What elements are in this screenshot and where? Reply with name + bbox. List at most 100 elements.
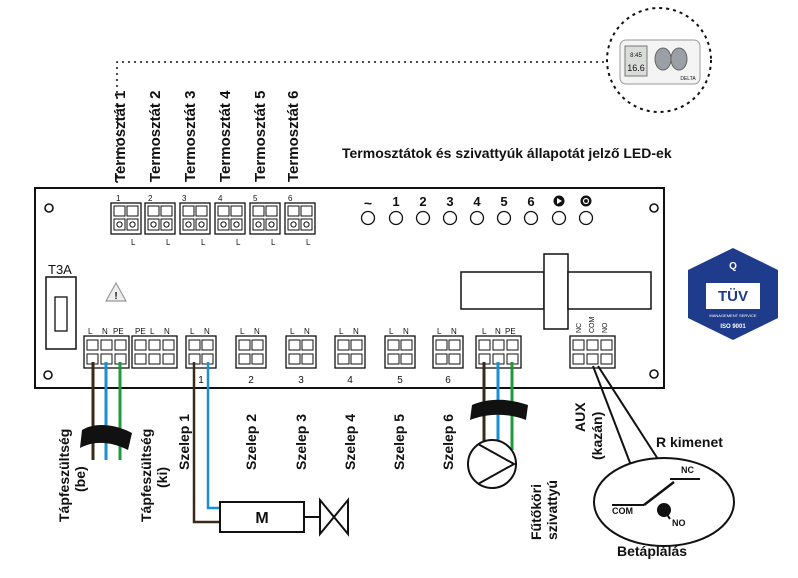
mounting-hole-tr xyxy=(649,203,659,213)
valve-terminal-3: L N 3 xyxy=(285,327,317,386)
terminal-label: N xyxy=(254,327,260,336)
valve-terminal-2: L N 2 xyxy=(235,327,267,386)
led-6: 6 xyxy=(523,194,539,226)
bottom-labels: Tápfeszültség (be) Tápfeszültség (ki) Sz… xyxy=(56,402,605,540)
thermostat-terminal-4: 4 L xyxy=(214,194,246,247)
thermostat-connection-line xyxy=(116,61,606,195)
terminal-label: NO xyxy=(602,322,609,333)
thermostat-terminal-2: 2 L xyxy=(144,194,176,247)
led-5: 5 xyxy=(496,194,512,226)
led-2: 2 xyxy=(415,194,431,226)
thermostat-label-2: Termosztát 2 xyxy=(147,91,164,182)
valve-label-6: Szelep 6 xyxy=(440,414,456,470)
led-label: 6 xyxy=(527,194,534,209)
cable-sheath xyxy=(470,399,528,420)
mounting-hole-br xyxy=(649,369,659,379)
valve-number: 3 xyxy=(298,375,304,386)
thermostat-label-5: Termosztát 5 xyxy=(252,91,269,182)
boiler-icon xyxy=(580,195,592,207)
terminal-label: L xyxy=(88,327,93,336)
component-block-center xyxy=(543,253,569,330)
fuse-label: T3A xyxy=(48,262,72,277)
valve-motor xyxy=(219,501,305,533)
relay-caption: Betáplálás xyxy=(617,543,687,559)
led-1: 1 xyxy=(388,194,404,226)
terminal-label: N xyxy=(495,327,501,336)
valve-terminal-5: L N 5 xyxy=(384,327,416,386)
tuv-subtitle: MANAGEMENT SERVICE xyxy=(709,313,757,318)
valve-number: 2 xyxy=(248,375,254,386)
cable-sheath xyxy=(80,424,132,450)
component-block-left xyxy=(460,271,545,310)
terminal-label: PE xyxy=(113,327,124,336)
thermostat-label-6: Termosztát 6 xyxy=(285,91,302,182)
power-out-label-sub: (ki) xyxy=(154,467,170,488)
power-out-label: Tápfeszültség xyxy=(138,429,154,522)
terminal-label: N xyxy=(304,327,310,336)
valve-label-1: Szelep 1 xyxy=(176,414,192,470)
thermostat-device: 8:45 16.6 DELTA xyxy=(606,7,712,113)
valve-icon xyxy=(319,497,349,537)
power-in-label-sub: (be) xyxy=(72,466,88,492)
mounting-hole-tl xyxy=(44,203,54,213)
tuv-q-mark: Q xyxy=(729,261,737,272)
terminal-label: L xyxy=(389,327,394,336)
terminal-label: L xyxy=(190,327,195,336)
fuse xyxy=(54,296,68,332)
relay-com-label: COM xyxy=(612,506,633,516)
thermostat-labels: Termosztát 1 Termosztát 2 Termosztát 3 T… xyxy=(112,90,302,182)
valve-label-4: Szelep 4 xyxy=(342,414,358,470)
terminal-label: N xyxy=(403,327,409,336)
aux-wiring xyxy=(592,365,666,471)
terminal-label: L xyxy=(437,327,442,336)
device-brand: DELTA xyxy=(680,76,696,82)
led-label: 5 xyxy=(500,194,507,209)
valve-terminal-4: L N 4 xyxy=(334,327,366,386)
thermostat-terminals: 1 L 2 L 3 L 4 L xyxy=(110,194,316,247)
led-4: 4 xyxy=(469,194,485,226)
valve-number: 1 xyxy=(198,375,204,386)
device-button-right xyxy=(670,47,688,71)
thermostat-terminal-6: 6 L xyxy=(284,194,316,247)
warning-icon: ! xyxy=(104,281,128,302)
terminal-label: L xyxy=(482,327,487,336)
led-label: 1 xyxy=(392,194,399,209)
valve-label-3: Szelep 3 xyxy=(293,414,309,470)
thermostat-label-3: Termosztát 3 xyxy=(182,91,199,182)
terminal-label: NC xyxy=(576,323,583,333)
thermostat-terminal-5: 5 L xyxy=(249,194,281,247)
thermostat-terminal-letter: L xyxy=(236,238,241,247)
thermostat-terminal-letter: L xyxy=(201,238,206,247)
thermostat-label-4: Termosztát 4 xyxy=(217,90,234,182)
thermostat-terminal-letter: L xyxy=(306,238,311,247)
led-row: ~ 1 2 3 4 5 6 xyxy=(360,194,594,226)
power-in-label: Tápfeszültség xyxy=(56,429,72,522)
terminal-label: L xyxy=(290,327,295,336)
pump-cable xyxy=(467,362,528,489)
pump-label: Fűtőköri xyxy=(528,484,544,540)
led-boiler xyxy=(578,195,594,226)
led-power: ~ xyxy=(360,195,376,226)
terminal-label: PE xyxy=(135,327,146,336)
thermostat-label-1: Termosztát 1 xyxy=(112,91,129,182)
terminal-label: L xyxy=(240,327,245,336)
power-out-terminal: PE L N xyxy=(131,327,178,369)
led-3: 3 xyxy=(442,194,458,226)
thermostat-terminal-number: 2 xyxy=(148,194,153,203)
aux-terminal: NC COM NO xyxy=(569,317,616,369)
thermostat-terminal-1: 1 L xyxy=(110,194,142,247)
thermostat-terminal-number: 1 xyxy=(116,194,121,203)
terminal-label: N xyxy=(164,327,170,336)
motor-label: M xyxy=(255,510,268,527)
terminal-label: L xyxy=(339,327,344,336)
led-label: 3 xyxy=(446,194,453,209)
thermostat-terminal-number: 5 xyxy=(253,194,258,203)
thermostat-terminal-number: 4 xyxy=(218,194,223,203)
terminal-label: L xyxy=(150,327,155,336)
pump-symbol xyxy=(467,439,517,489)
thermostat-terminal-letter: L xyxy=(166,238,171,247)
pump-label-sub: szivattyú xyxy=(544,480,560,540)
aux-label: AUX xyxy=(572,402,588,432)
led-label: ~ xyxy=(364,195,372,211)
